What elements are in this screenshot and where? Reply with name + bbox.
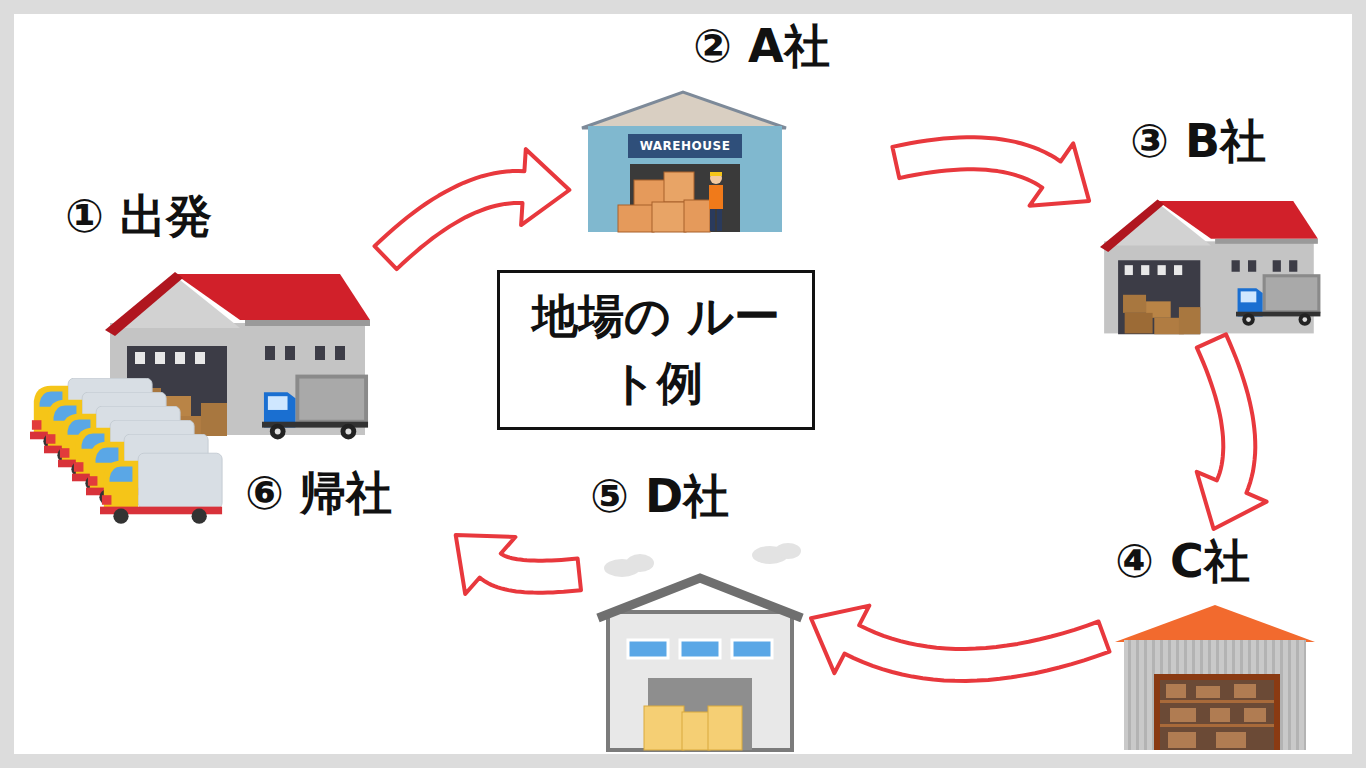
company-c-warehouse-part	[1170, 708, 1196, 722]
label-holder: WAREHOUSE	[628, 134, 742, 158]
title-box: 地場の ルート例	[497, 270, 815, 430]
company-c-warehouse-part	[1160, 700, 1274, 703]
stop-label: ⑥ 帰社	[245, 467, 392, 520]
flow-arrow	[1197, 334, 1267, 529]
company-c-warehouse-part	[1160, 680, 1274, 750]
company-a-warehouse-part	[628, 134, 742, 158]
stop-node: ⑥ 帰社	[240, 465, 450, 535]
company-a-warehouse-part	[684, 200, 710, 232]
flow-arrow	[892, 137, 1089, 205]
start-warehouse-part	[262, 375, 368, 440]
company-c-warehouse-part	[1160, 724, 1274, 727]
flow-arrow	[456, 535, 581, 594]
company-a-warehouse	[582, 92, 786, 232]
company-c-warehouse-part	[1234, 684, 1256, 698]
company-c-warehouse-part	[1154, 674, 1280, 750]
company-d-warehouse-part	[608, 612, 792, 750]
stop-node: ⑤ D社	[585, 470, 805, 752]
company-d-warehouse-part	[626, 554, 654, 572]
company-a-warehouse-part	[652, 202, 686, 232]
company-d-warehouse	[598, 543, 802, 750]
company-d-warehouse-part	[708, 706, 742, 750]
title-text: 地場の ルート例	[531, 283, 781, 416]
company-c-warehouse-part	[1196, 686, 1220, 698]
stop-label: ② A社	[693, 20, 830, 73]
stop-label: ③ B社	[1130, 115, 1266, 168]
company-a-warehouse-part	[588, 126, 782, 232]
stop-label: ⑤ D社	[590, 470, 729, 523]
stop-label: ④ C社	[1115, 535, 1250, 588]
stop-label: ① 出発	[65, 190, 212, 243]
company-d-warehouse-part	[644, 706, 684, 750]
company-a-warehouse-part	[710, 172, 722, 184]
company-d-warehouse-part	[598, 578, 802, 618]
company-c-warehouse-part	[1210, 708, 1230, 722]
truck-fleet	[30, 378, 222, 524]
company-c-warehouse-part	[1115, 605, 1315, 642]
company-a-warehouse-part	[582, 92, 786, 128]
company-a-warehouse-part	[710, 172, 722, 176]
stop-node: ② A社	[575, 20, 890, 240]
company-a-warehouse-part	[664, 172, 694, 202]
company-d-warehouse-part	[732, 640, 772, 658]
stop-node: ④ C社	[1110, 535, 1320, 752]
company-a-warehouse-part	[709, 185, 723, 209]
company-b-warehouse-part	[1236, 274, 1320, 326]
company-a-warehouse-part	[710, 209, 715, 231]
company-c-warehouse-part	[1216, 732, 1246, 748]
stop-node: ① 出発	[25, 190, 380, 460]
company-c-warehouse-part	[1168, 732, 1196, 748]
company-d-warehouse-part	[680, 640, 720, 658]
company-a-warehouse-part	[717, 209, 722, 231]
company-d-warehouse-part	[775, 543, 801, 559]
flow-arrow	[811, 606, 1110, 681]
company-a-warehouse-part	[618, 205, 654, 232]
company-c-warehouse-part	[1244, 708, 1266, 722]
company-c-warehouse	[1115, 605, 1315, 750]
company-c-warehouse-part	[1124, 640, 1306, 750]
flow-arrow	[375, 149, 570, 269]
company-d-warehouse-part	[682, 712, 710, 750]
company-b-warehouse	[1100, 199, 1320, 334]
truck-fleet-part	[100, 453, 222, 524]
company-c-warehouse-part	[1166, 684, 1186, 698]
sign-text: WAREHOUSE	[640, 139, 731, 153]
stop-node: ③ B社	[1095, 115, 1325, 335]
company-d-warehouse-part	[628, 640, 668, 658]
